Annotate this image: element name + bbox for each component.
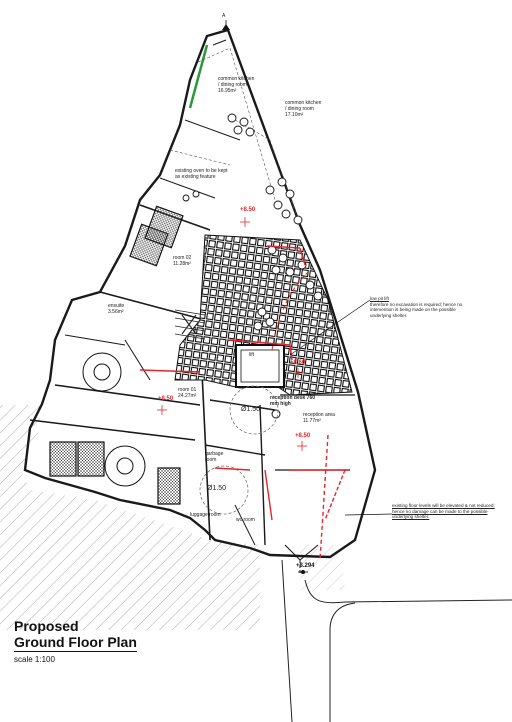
label-kitchen: common kitchen / dining room 17.10m²: [285, 100, 322, 118]
label-kitchen-small: common kitchen / dining room 16.95m²: [218, 76, 255, 94]
label-garbage: garbage room: [205, 451, 224, 463]
section-marker-top: [222, 20, 230, 30]
title-line-1: Proposed: [14, 618, 79, 634]
label-luggage: luggage room: [190, 512, 221, 518]
accessible-symbols: [82, 352, 281, 487]
label-room01: room 01 24.27m²: [178, 387, 197, 399]
label-reception-desk: reception desk 760 mm high: [270, 395, 316, 407]
label-oven: existing oven to be kept as existing fea…: [175, 168, 228, 180]
label-wc: wc room: [236, 517, 255, 523]
section-marker-label: A: [222, 13, 226, 19]
title-line-2: Ground Floor Plan: [14, 634, 137, 652]
level-3: +8.60: [290, 360, 306, 366]
label-lift: lift: [249, 352, 254, 358]
lift-shaft: [235, 344, 285, 388]
level-entry: +8.294: [296, 563, 315, 569]
street-kerb: [281, 559, 512, 722]
note-floor-heading: existing floor levels will be elevated &…: [392, 503, 495, 508]
note-lift: low pit lift therefore no excavation is …: [370, 296, 465, 318]
red-markups: [139, 245, 350, 561]
level-4: +8.50: [295, 433, 311, 439]
label-reception-area: reception area 11.77m²: [303, 412, 335, 424]
label-diameter-upper: Ø1.50: [241, 406, 261, 413]
level-2: +8.50: [158, 396, 174, 402]
note-floor-body: hence no damage can be made to the possi…: [392, 508, 488, 520]
level-markers: [157, 217, 307, 451]
green-wall: [188, 44, 209, 109]
scale-label: scale 1:100: [14, 655, 55, 664]
note-floor-levels: existing floor levels will be elevated &…: [392, 503, 497, 520]
label-ensuite: ensuite 3.56m²: [108, 303, 125, 315]
note-lift-heading: low pit lift: [370, 296, 389, 301]
title-block: Proposed Ground Floor Plan scale 1:100: [14, 618, 137, 664]
external-ground-hatch: [0, 405, 345, 630]
note-lift-body: therefore no excavation is required; hen…: [370, 301, 463, 318]
label-room02: room 02 11.28m²: [173, 255, 192, 267]
entrance-door: [284, 544, 319, 575]
beds: [49, 205, 184, 505]
level-1: +8.50: [240, 207, 256, 213]
turning-circles: [199, 385, 279, 515]
dining-furniture: [182, 113, 323, 331]
leader-lines: [289, 299, 393, 516]
label-diameter-lower: Ø1.50: [207, 485, 227, 492]
dashed-lines: [169, 47, 301, 226]
stairs: [174, 309, 206, 340]
entry-level-marker: [298, 570, 308, 574]
